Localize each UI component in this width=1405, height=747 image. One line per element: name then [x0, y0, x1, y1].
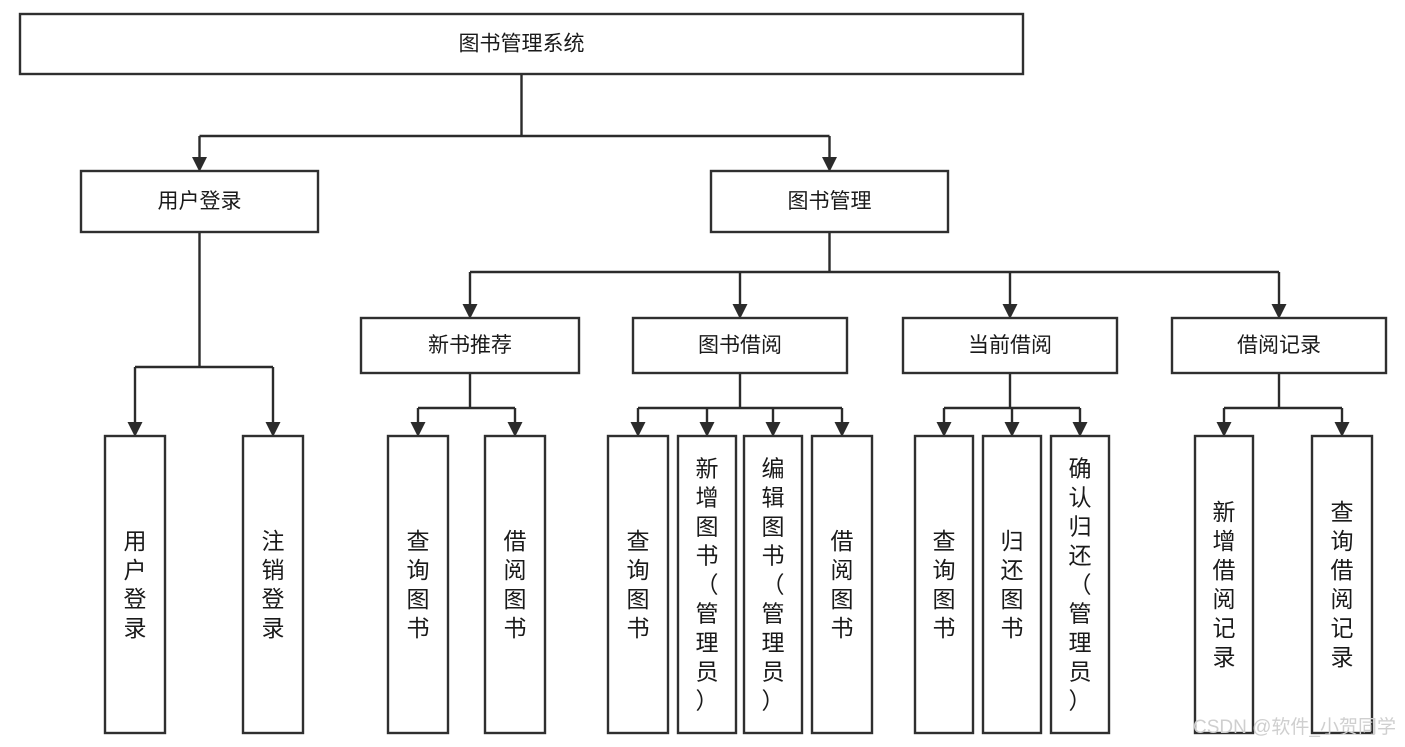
node-current-borrow-rect[interactable]: [901, 316, 1119, 375]
node-book-management-rect[interactable]: [709, 169, 950, 234]
node-leaf-logout-rect[interactable]: [241, 434, 305, 735]
node-leaf-query-book-borrow[interactable]: 查询图书: [606, 434, 670, 735]
node-user-login-label: 用户登录: [158, 190, 242, 213]
node-current-borrow-label: 当前借阅: [968, 334, 1052, 357]
arrow-head: [192, 157, 207, 172]
arrow-head: [462, 304, 478, 319]
node-user-login[interactable]: 用户登录: [79, 169, 320, 234]
node-user-login-rect[interactable]: [79, 169, 320, 234]
node-leaf-edit-book-rect[interactable]: [742, 434, 804, 735]
node-leaf-confirm-return-rect[interactable]: [1049, 434, 1111, 735]
node-leaf-query-book-recommend-rect[interactable]: [386, 434, 450, 735]
node-leaf-query-borrow-record-rect[interactable]: [1310, 434, 1374, 735]
node-leaf-user-login[interactable]: 用户登录: [103, 434, 167, 735]
node-leaf-add-borrow-record[interactable]: 新增借阅记录: [1193, 434, 1255, 735]
arrow-head: [834, 422, 850, 437]
node-root-system[interactable]: 图书管理系统: [18, 12, 1025, 76]
node-leaf-confirm-return[interactable]: 确认归还（管理员）: [1049, 434, 1111, 735]
node-root-system-rect[interactable]: [18, 12, 1025, 76]
node-root-system-label: 图书管理系统: [459, 33, 585, 56]
node-leaf-query-book-borrow-label: 查询图书: [627, 528, 650, 641]
node-borrow-record[interactable]: 借阅记录: [1170, 316, 1388, 375]
node-leaf-borrow-book[interactable]: 借阅图书: [810, 434, 874, 735]
nodes-layer: 图书管理系统用户登录图书管理新书推荐图书借阅当前借阅借阅记录用户登录注销登录查询…: [18, 12, 1388, 735]
node-leaf-return-book-label: 归还图书: [1001, 528, 1024, 641]
arrow-head: [410, 422, 426, 437]
arrow-head: [1334, 422, 1350, 437]
arrow-head: [1271, 304, 1287, 319]
arrow-head: [507, 422, 523, 437]
node-leaf-query-book-recommend[interactable]: 查询图书: [386, 434, 450, 735]
arrow-head: [936, 422, 952, 437]
node-leaf-confirm-return-label: 确认归还（管理员）: [1069, 456, 1092, 714]
node-leaf-query-book-recommend-label: 查询图书: [407, 528, 430, 641]
node-borrow-record-label: 借阅记录: [1237, 334, 1321, 357]
node-leaf-add-book[interactable]: 新增图书（管理员）: [676, 434, 738, 735]
node-leaf-user-login-rect[interactable]: [103, 434, 167, 735]
node-leaf-add-book-rect[interactable]: [676, 434, 738, 735]
node-leaf-query-borrow-record-label: 查询借阅记录: [1331, 499, 1354, 670]
arrow-head: [1004, 422, 1020, 437]
node-leaf-logout[interactable]: 注销登录: [241, 434, 305, 735]
node-new-book-recommend-rect[interactable]: [359, 316, 581, 375]
node-leaf-borrow-book-recommend-rect[interactable]: [483, 434, 547, 735]
node-leaf-query-book-borrow-rect[interactable]: [606, 434, 670, 735]
arrow-head: [1072, 422, 1088, 437]
node-book-management[interactable]: 图书管理: [709, 169, 950, 234]
node-leaf-borrow-book-rect[interactable]: [810, 434, 874, 735]
connectors-layer: [127, 74, 1350, 437]
csdn-watermark: CSDN @软件_小贺同学: [1193, 716, 1396, 738]
node-leaf-borrow-book-recommend-label: 借阅图书: [504, 528, 527, 641]
arrow-head: [127, 422, 143, 437]
node-leaf-return-book[interactable]: 归还图书: [981, 434, 1043, 735]
node-leaf-add-book-label: 新增图书（管理员）: [696, 456, 719, 714]
arrow-head: [732, 304, 748, 319]
node-leaf-edit-book[interactable]: 编辑图书（管理员）: [742, 434, 804, 735]
arrow-head: [765, 422, 781, 437]
node-leaf-query-book-current[interactable]: 查询图书: [913, 434, 975, 735]
arrow-head: [630, 422, 646, 437]
node-leaf-logout-label: 注销登录: [262, 528, 285, 641]
node-new-book-recommend[interactable]: 新书推荐: [359, 316, 581, 375]
node-leaf-borrow-book-label: 借阅图书: [831, 528, 854, 641]
node-book-borrow-rect[interactable]: [631, 316, 849, 375]
node-leaf-borrow-book-recommend[interactable]: 借阅图书: [483, 434, 547, 735]
arrow-head: [822, 157, 837, 172]
node-borrow-record-rect[interactable]: [1170, 316, 1388, 375]
arrow-head: [699, 422, 715, 437]
arrow-head: [1002, 304, 1018, 319]
arrow-head: [265, 422, 281, 437]
node-leaf-return-book-rect[interactable]: [981, 434, 1043, 735]
node-current-borrow[interactable]: 当前借阅: [901, 316, 1119, 375]
node-leaf-query-book-current-rect[interactable]: [913, 434, 975, 735]
node-leaf-user-login-label: 用户登录: [124, 528, 147, 641]
node-leaf-query-borrow-record[interactable]: 查询借阅记录: [1310, 434, 1374, 735]
arrow-head: [1216, 422, 1232, 437]
node-book-borrow-label: 图书借阅: [698, 334, 782, 357]
node-leaf-add-borrow-record-label: 新增借阅记录: [1213, 499, 1236, 670]
node-leaf-add-borrow-record-rect[interactable]: [1193, 434, 1255, 735]
node-book-management-label: 图书管理: [788, 190, 872, 213]
node-leaf-edit-book-label: 编辑图书（管理员）: [762, 456, 785, 714]
node-book-borrow[interactable]: 图书借阅: [631, 316, 849, 375]
node-leaf-query-book-current-label: 查询图书: [933, 528, 956, 641]
node-new-book-recommend-label: 新书推荐: [428, 334, 512, 357]
